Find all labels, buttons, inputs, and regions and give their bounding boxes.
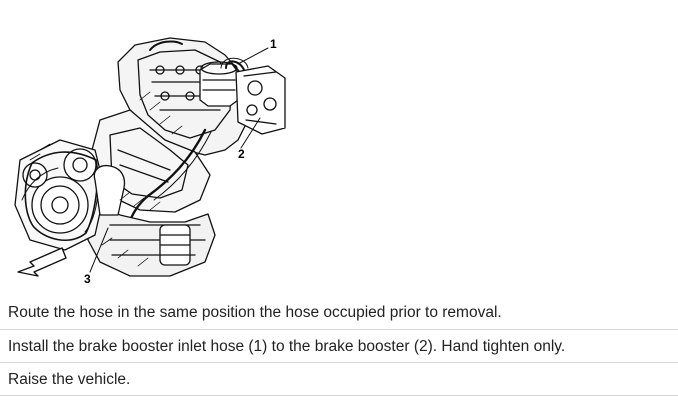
engine-diagram: 1 2 3 [14,37,286,286]
callout-1: 1 [270,37,277,51]
procedure-step: Raise the vehicle. [0,363,678,396]
callout-2: 2 [238,147,245,161]
procedure-steps: Route the hose in the same position the … [0,296,678,396]
callout-3: 3 [84,272,91,286]
procedure-step: Install the brake booster inlet hose (1)… [0,330,678,363]
procedure-step: Route the hose in the same position the … [0,296,678,330]
engine-illustration: 1 2 3 [14,37,286,286]
front-direction-arrow-icon [17,247,67,277]
